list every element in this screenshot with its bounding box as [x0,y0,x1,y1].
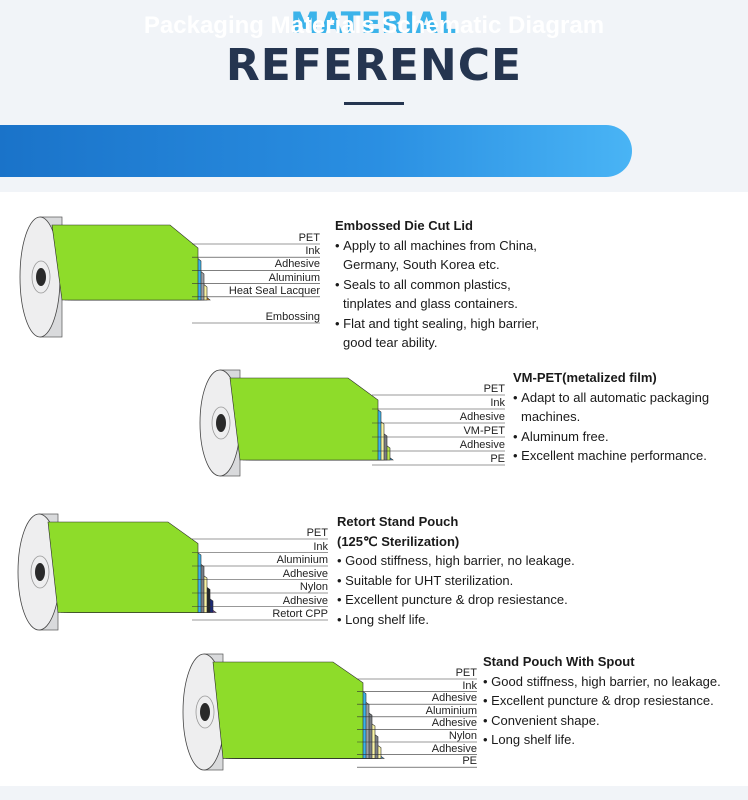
roll-core-ring [195,695,215,729]
layer-label: Ink [462,679,477,692]
feature-text: Seals to all common plastics, [335,275,575,295]
product-name: Embossed Die Cut Lid [335,218,473,233]
feature-text: Aluminum free. [513,427,743,447]
layer-label: Nylon [299,581,328,593]
layer-label: Adhesive [431,717,477,730]
layer-label: Retort CPP [272,608,328,620]
layer-band [229,377,379,461]
feature-text: Long shelf life. [337,610,617,630]
layer-label: Heat Seal Lacquer [228,284,320,297]
layer-label: PE [490,453,505,465]
feature-text: Excellent machine performance. [513,446,743,466]
feature-text: Apply to all machines from China, [335,236,575,256]
layer-label: Adhesive [282,567,328,580]
layer-diagram-svg [199,369,505,477]
feature-text: Germany, South Korea etc. [343,257,500,272]
layer-label: Adhesive [459,439,505,451]
feature-text: tinplates and glass containers. [343,296,518,311]
layer-label: VM-PET [463,425,505,437]
layer-band [51,224,199,301]
title-underline [344,102,404,105]
film-roll [182,653,226,771]
layer-label: Nylon [448,730,477,742]
feature-text: Excellent puncture & drop resiestance. [337,590,617,610]
feature-text: Excellent puncture & drop resiestance. [483,691,745,711]
product-stand-pouch-with-spout: Stand Pouch With SpoutGood stiffness, hi… [483,652,745,750]
feature-text: Adapt to all automatic packaging [513,388,743,408]
layer-label: Aluminium [276,554,328,566]
product-name-subtitle: (125℃ Sterilization) [337,533,460,549]
layer-label: Ink [490,397,505,409]
layer-diagram-svg [19,216,320,338]
layer-label: PET [306,527,328,539]
feature-text: Suitable for UHT sterilization. [337,571,617,591]
roll-core-ring [31,260,51,294]
layer-band [47,521,199,613]
feature-text: Good stiffness, high barrier, no leakage… [483,672,745,692]
layer-label: PE [462,755,477,768]
layer-label: Adhesive [431,692,477,705]
layer-label: Ink [305,245,320,258]
layer-label: PET [298,232,320,244]
roll-core-ring [30,555,50,589]
roll-core [216,414,226,432]
feature-text: good tear ability. [343,335,438,350]
product-name: VM-PET(metalized film) [513,370,657,385]
feature-text: Long shelf life. [483,730,745,750]
title-material: MATERIAL [290,6,458,40]
layer-label: Adhesive [274,258,320,271]
feature-text: Flat and tight sealing, high barrier, [335,314,575,334]
section-banner-title: Packaging Materials Schematic Diagram [143,12,605,39]
feature-text: Good stiffness, high barrier, no leakage… [337,551,617,571]
layer-label: Aluminium [425,704,477,717]
roll-core [36,268,46,286]
feature-text: machines. [521,409,581,424]
layer-label: Adhesive [431,742,477,755]
product-name: Stand Pouch With Spout [483,654,635,669]
product-name: Retort Stand Pouch [337,514,459,529]
roll-core-ring [211,406,231,440]
layer-label: Embossing [265,311,320,323]
layer-diagram-svg [17,513,328,631]
layer-label: Adhesive [459,411,505,423]
product-embossed-die-cut-lid: Embossed Die Cut LidApply to all machine… [335,216,575,353]
layer-label: PET [455,667,477,679]
product-retort-stand-pouch: Retort Stand Pouch (125℃ Sterilization) Go… [337,512,617,629]
layer-diagram-svg [182,653,477,771]
roll-core [35,563,45,581]
layer-label: Ink [313,540,328,553]
section-banner [0,125,632,177]
feature-text: Convenient shape. [483,711,745,731]
footer-band [0,786,748,800]
roll-core [200,703,210,721]
product-vm-pet: VM-PET(metalized film) Adapt to all autom… [513,368,743,466]
title-reference: REFERENCE [225,40,523,91]
layer-label: PET [483,383,505,395]
layer-label: Adhesive [282,594,328,607]
layer-band [212,661,364,759]
layer-label: Aluminium [268,271,320,284]
